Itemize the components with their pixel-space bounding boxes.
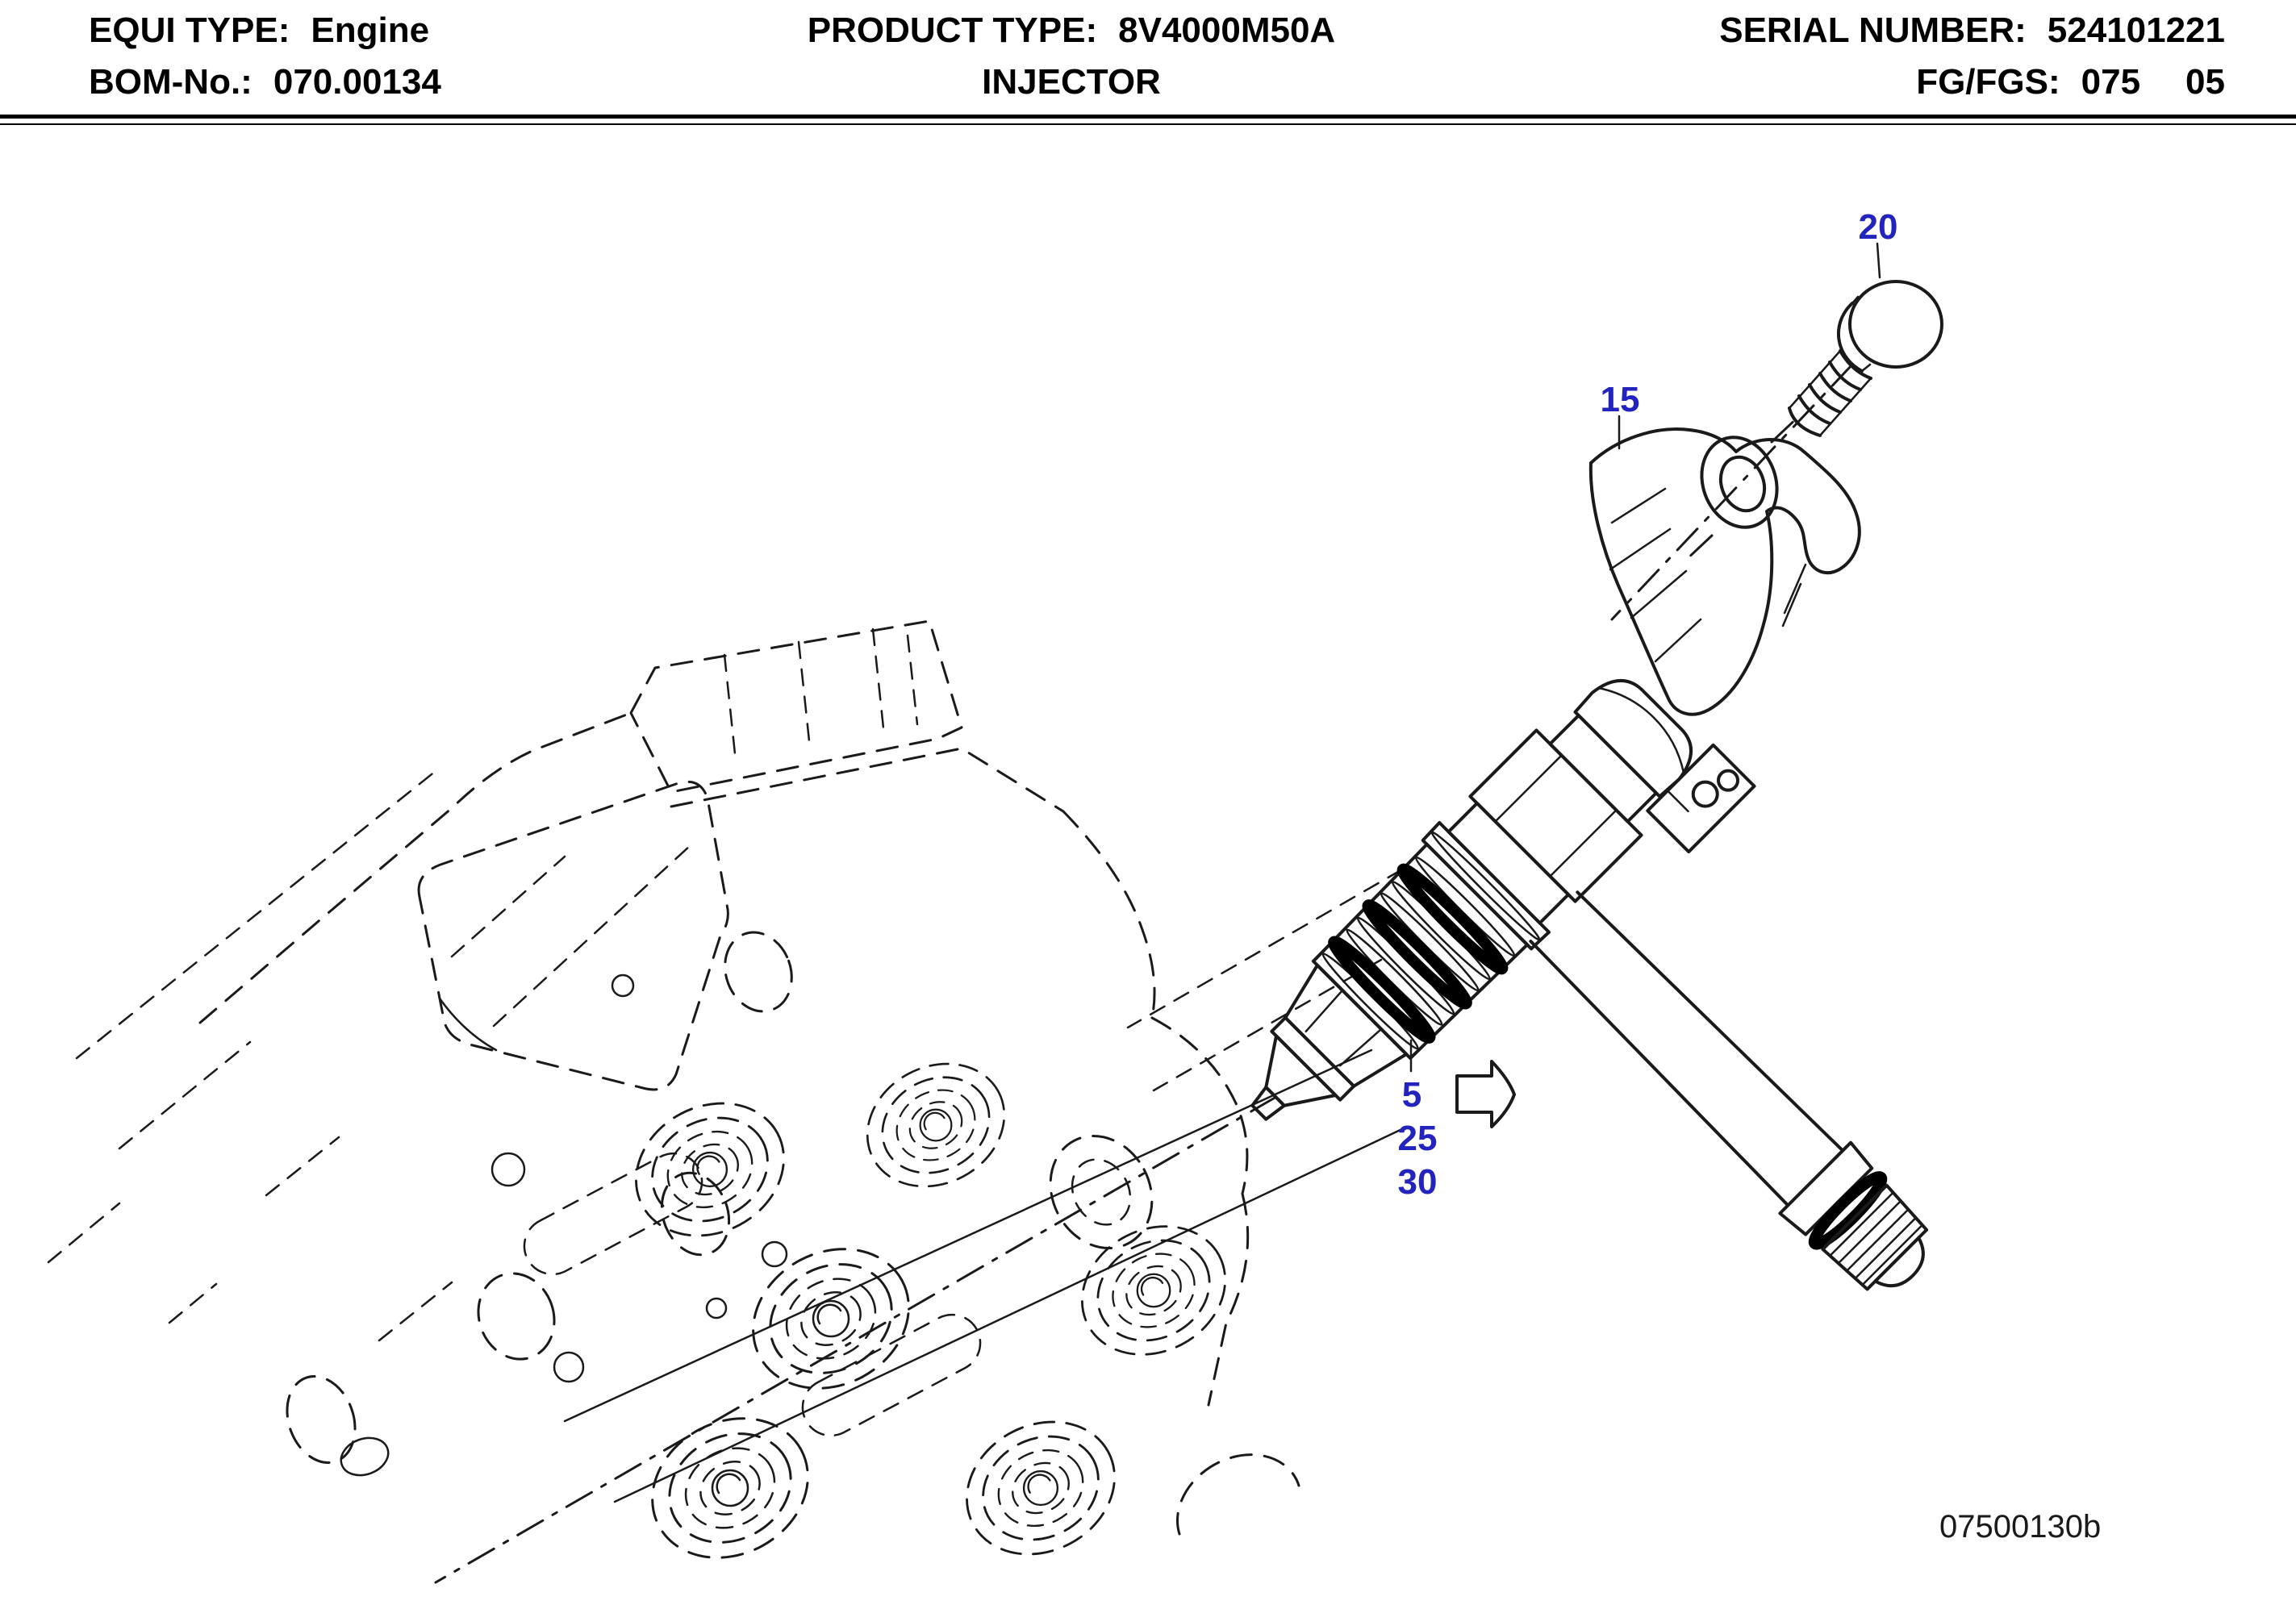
fg-label: FG/FGS: xyxy=(1916,62,2060,102)
assembly-centerline xyxy=(434,363,1854,1584)
connector-block xyxy=(1646,743,1756,854)
bolt-drawing xyxy=(1788,280,1943,437)
header: EQUI TYPE: Engine BOM-No.: 070.00134 PRODU… xyxy=(0,0,2296,129)
equi-type-label: EQUI TYPE: xyxy=(89,10,290,50)
callout-25: 25 xyxy=(1398,1119,1438,1158)
clamp-drawing xyxy=(1588,413,1861,716)
serial-label: SERIAL NUMBER: xyxy=(1719,10,2027,50)
equi-type-row: EQUI TYPE: Engine xyxy=(89,5,429,56)
fuel-connector-branch xyxy=(1529,890,1929,1291)
drawing-number: 07500130b xyxy=(1939,1509,2101,1545)
equi-type-value: Engine xyxy=(311,10,430,50)
product-type-row: PRODUCT TYPE: 8V4000M50A xyxy=(787,5,1355,56)
bom-label: BOM-No.: xyxy=(89,62,253,102)
callouts: 20 15 5 25 30 xyxy=(1398,207,1898,1202)
callout-20: 20 xyxy=(1859,207,1898,247)
cylinder-head-drawing xyxy=(47,619,1407,1586)
product-type-label: PRODUCT TYPE: xyxy=(807,10,1098,50)
fg-fgs-row: FG/FGS: 075 05 xyxy=(1916,56,2225,108)
header-rule-thin xyxy=(0,123,2296,125)
product-name: INJECTOR xyxy=(982,62,1161,102)
product-type-value: 8V4000M50A xyxy=(1118,10,1336,50)
right-arrow-icon xyxy=(1455,1060,1516,1128)
serial-value: 524101221 xyxy=(2047,10,2225,50)
injector-drawing xyxy=(1250,679,1929,1291)
bom-value: 070.00134 xyxy=(273,62,441,102)
callout-30: 30 xyxy=(1398,1162,1438,1202)
callout-5: 5 xyxy=(1402,1075,1421,1115)
bom-row: BOM-No.: 070.00134 xyxy=(89,56,441,108)
header-rule-thick xyxy=(0,115,2296,119)
serial-number-row: SERIAL NUMBER: 524101221 xyxy=(1719,5,2225,56)
callout-15: 15 xyxy=(1601,380,1640,419)
fg-value-2: 05 xyxy=(2185,62,2225,102)
o-ring-seals xyxy=(1328,863,1509,1044)
fg-value: 075 xyxy=(2081,62,2141,102)
